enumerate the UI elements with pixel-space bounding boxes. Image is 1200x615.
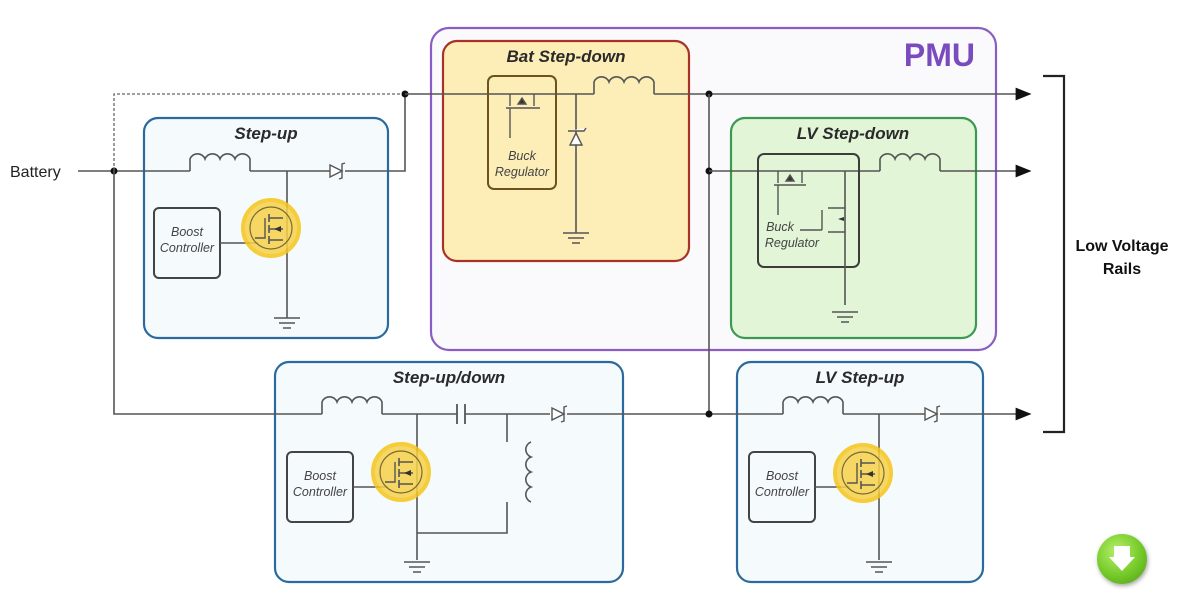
lv-buck-regulator [757,153,860,268]
pmu-label: PMU [904,37,975,73]
svg-text:Boost: Boost [766,469,798,483]
low-voltage-label: Low Voltage [1075,238,1168,255]
svg-text:Buck: Buck [766,220,795,234]
battery-label: Battery [10,164,61,181]
step-up-mosfet-highlight [241,198,301,258]
lv-step-down-title: LV Step-down [797,124,909,143]
bat-buck-regulator [487,75,557,190]
svg-text:Controller: Controller [293,485,348,499]
svg-text:Regulator: Regulator [495,165,550,179]
svg-text:Controller: Controller [755,485,810,499]
svg-text:Regulator: Regulator [765,236,820,250]
svg-text:Boost: Boost [171,225,203,239]
bat-step-down-title: Bat Step-down [507,47,626,66]
step-up-down-block [273,360,625,584]
svg-text:Buck: Buck [508,149,537,163]
step-up-title: Step-up [234,124,297,143]
bat-step-down-block [441,39,691,263]
bypass-dashed-wire [113,93,405,171]
step-up-down-title: Step-up/down [393,368,505,387]
battery-bottom-wire [113,171,322,415]
lv-step-down-block [729,116,978,340]
lv-step-up-mosfet-highlight [833,443,893,503]
step-up-down-mosfet-highlight [371,442,431,502]
low-voltage-rails-bracket [1043,74,1066,434]
lv-step-up-title: LV Step-up [816,368,905,387]
svg-text:Boost: Boost [304,469,336,483]
next-arrow-button[interactable] [1097,534,1147,584]
svg-text:Controller: Controller [160,241,215,255]
rails-label: Rails [1103,261,1141,278]
